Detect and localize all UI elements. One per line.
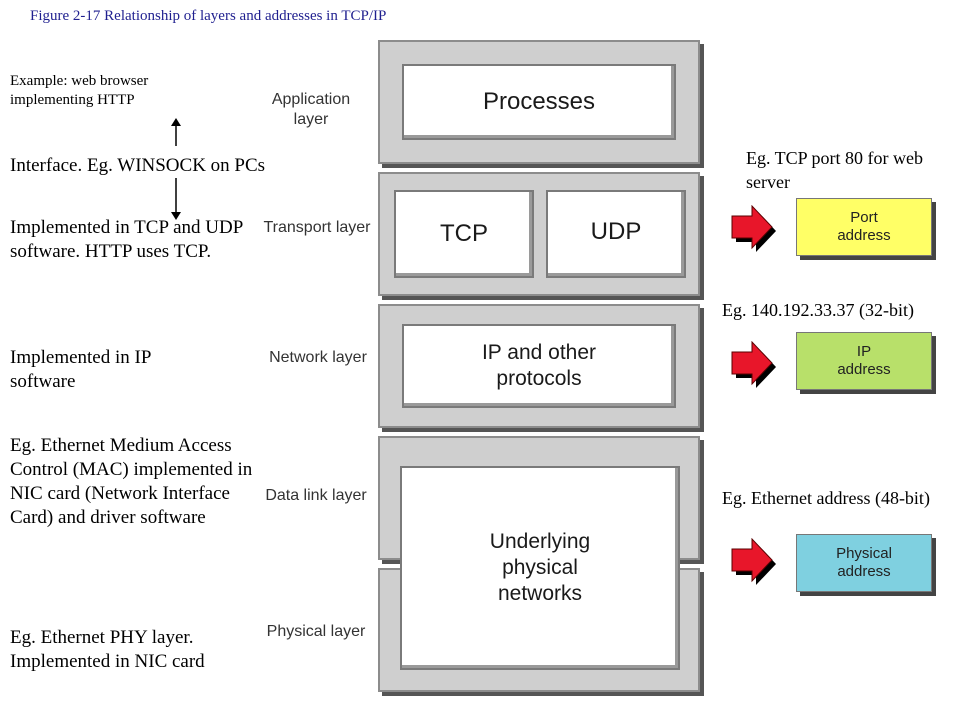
datalink-layer-label: Data link layer bbox=[265, 487, 367, 504]
processes-box: Processes bbox=[402, 64, 676, 140]
application-layer-label: Application layer bbox=[271, 91, 351, 128]
arrow-down-icon bbox=[171, 178, 181, 220]
network-note: Implemented in IP software bbox=[10, 347, 151, 392]
figure-caption: Figure 2-17 Relationship of layers and a… bbox=[30, 8, 387, 24]
ip-example: Eg. 140.192.33.37 (32-bit) bbox=[722, 300, 914, 320]
underlying-networks-box: Underlying physical networks bbox=[400, 466, 680, 670]
network-layer-label: Network layer bbox=[269, 349, 367, 366]
transport-layer-label: Transport layer bbox=[263, 219, 371, 236]
ip-address-box: IP address bbox=[796, 332, 932, 390]
interface-note: Interface. Eg. WINSOCK on PCs bbox=[10, 155, 266, 176]
datalink-note: Eg. Ethernet Medium Access Control (MAC)… bbox=[10, 435, 253, 528]
physical-address-box: Physical address bbox=[796, 534, 932, 592]
interface-arrows bbox=[171, 118, 181, 220]
transport-note: Implemented in TCP and UDP software. HTT… bbox=[10, 217, 243, 262]
tcp-box: TCP bbox=[394, 190, 534, 278]
red-arrow-icon bbox=[731, 205, 776, 252]
physical-layer-label: Physical layer bbox=[266, 623, 366, 640]
port-address-box: Port address bbox=[796, 198, 932, 256]
udp-box: UDP bbox=[546, 190, 686, 278]
arrow-up-icon bbox=[171, 118, 181, 146]
red-arrow-icon bbox=[731, 538, 776, 585]
port-example: Eg. TCP port 80 for web server bbox=[746, 148, 923, 192]
physical-note: Eg. Ethernet PHY layer. Implemented in N… bbox=[10, 627, 205, 672]
red-arrow-icon bbox=[731, 341, 776, 388]
physical-example: Eg. Ethernet address (48-bit) bbox=[722, 488, 930, 508]
ip-box: IP and other protocols bbox=[402, 324, 676, 408]
example-note: Example: web browser implementing HTTP bbox=[10, 73, 149, 108]
